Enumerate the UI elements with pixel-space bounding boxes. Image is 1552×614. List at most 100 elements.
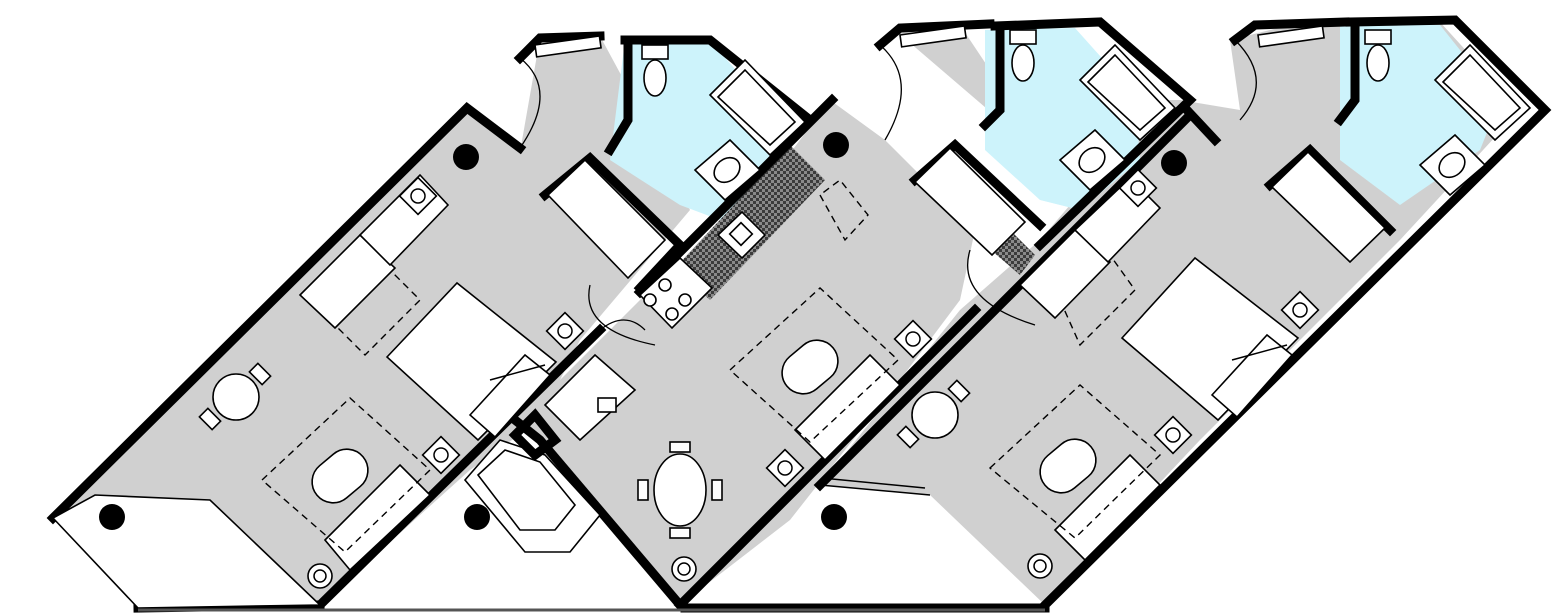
bathtub-icon <box>716 68 797 147</box>
beds <box>260 256 1300 572</box>
chair-icon <box>669 441 691 453</box>
floor-lamp-icon <box>677 562 691 576</box>
dining-table-icon <box>653 453 707 527</box>
wall-right-closet-b <box>1263 143 1397 237</box>
rug-middle <box>728 287 900 443</box>
chair-icon <box>896 425 920 449</box>
floor-lamp-icon <box>313 569 327 583</box>
bath-shelf-right <box>1257 25 1325 48</box>
counter-left <box>298 233 397 330</box>
balcony-middle-inner <box>476 449 577 531</box>
walls <box>46 15 1552 613</box>
toilet-icon <box>1009 29 1037 45</box>
balcony-right-rail-2 <box>821 477 926 489</box>
lamp-icon <box>1280 290 1320 330</box>
closet-door-left <box>588 284 656 346</box>
sofa-icon <box>793 353 902 462</box>
entry-door-middle <box>879 44 902 141</box>
lamp-icon <box>1130 180 1146 196</box>
toilet-icon <box>1364 29 1392 45</box>
bed-icon <box>489 364 546 381</box>
floor-lamp-icon <box>1033 559 1047 573</box>
chair-icon <box>711 479 723 501</box>
wall-right-divider <box>813 108 1197 492</box>
wall-right-top-b <box>1228 17 1350 47</box>
closet-door-right <box>966 249 1036 326</box>
chair-icon <box>248 362 272 386</box>
lamp-icon <box>905 331 921 347</box>
wall-bath-right <box>1038 15 1552 612</box>
coffee-table-icon <box>311 448 369 504</box>
lamps <box>307 168 1320 589</box>
lamp-icon <box>545 311 585 351</box>
floor-lamp-icon <box>307 563 333 589</box>
chair-icon <box>198 407 222 431</box>
column-dot-icon <box>464 504 490 530</box>
wall-left-bottom <box>313 323 607 612</box>
bedroom-door-middle <box>599 319 646 331</box>
dining-table-icon <box>911 391 959 439</box>
chair-icon <box>669 527 691 539</box>
entry-door-right <box>1234 39 1257 121</box>
desk-middle <box>543 353 637 442</box>
bed-icon <box>1231 344 1288 361</box>
columns <box>99 132 1187 530</box>
wall-center-divide <box>1178 101 1222 147</box>
bath-shelf-middle <box>899 25 967 48</box>
wall-stub-middle <box>508 408 562 461</box>
bath-shelf-left <box>534 35 602 58</box>
floor-lamp-icon <box>1027 553 1053 579</box>
lamp-icon <box>777 460 793 476</box>
bath-fixtures <box>534 25 1532 202</box>
wall-bath-mid <box>990 17 1197 252</box>
wall-left-top <box>513 31 605 65</box>
floor-lamp-icon <box>671 556 697 582</box>
closet-left <box>546 158 667 280</box>
dining <box>198 362 971 539</box>
lamp-icon <box>557 323 573 339</box>
chair-icon <box>947 379 971 403</box>
toilet-icon <box>643 59 667 97</box>
toilet-icon <box>1011 44 1035 82</box>
column-dot-icon <box>99 504 125 530</box>
column-dot-icon <box>453 144 479 170</box>
toilet-icon <box>641 44 669 60</box>
lamp-icon <box>1118 168 1158 208</box>
wall-bath-mid-inner <box>978 25 1005 132</box>
stove-icon <box>658 278 672 292</box>
coffee-table-icon <box>1039 438 1097 494</box>
lamp-icon <box>1153 415 1193 455</box>
wardrobe-middle <box>819 179 869 242</box>
sink-icon <box>713 156 741 184</box>
counter-right <box>1018 228 1112 320</box>
chair-icon <box>597 397 617 413</box>
sink-icon <box>1078 146 1106 174</box>
lamp-icon <box>765 448 805 488</box>
kitchen-sink-icon <box>728 221 754 247</box>
bathtub-icon <box>1441 53 1522 132</box>
chair-icon <box>637 479 649 501</box>
column-dot-icon <box>821 504 847 530</box>
lamp-icon <box>1165 427 1181 443</box>
stove-icon <box>665 307 679 321</box>
column-dot-icon <box>1161 150 1187 176</box>
wall-left-outer <box>46 102 527 525</box>
lamp-icon <box>410 188 426 204</box>
toilet-icon <box>1366 44 1390 82</box>
balcony-right-rail <box>819 484 931 496</box>
column-dot-icon <box>823 132 849 158</box>
dining-table-icon <box>212 373 260 421</box>
wall-middle-divider <box>633 93 839 299</box>
stove-icon <box>643 293 657 307</box>
lamp-icon <box>893 319 933 359</box>
entry-door-left <box>519 57 541 149</box>
lamp-icon <box>421 435 461 475</box>
bath-door-left <box>609 79 631 151</box>
sink-icon <box>1438 151 1466 179</box>
rug-right <box>988 384 1162 539</box>
stove-icon <box>678 293 692 307</box>
wall-right-top <box>873 19 995 52</box>
bathtub-icon <box>1086 53 1167 132</box>
lamp-icon <box>398 176 438 216</box>
